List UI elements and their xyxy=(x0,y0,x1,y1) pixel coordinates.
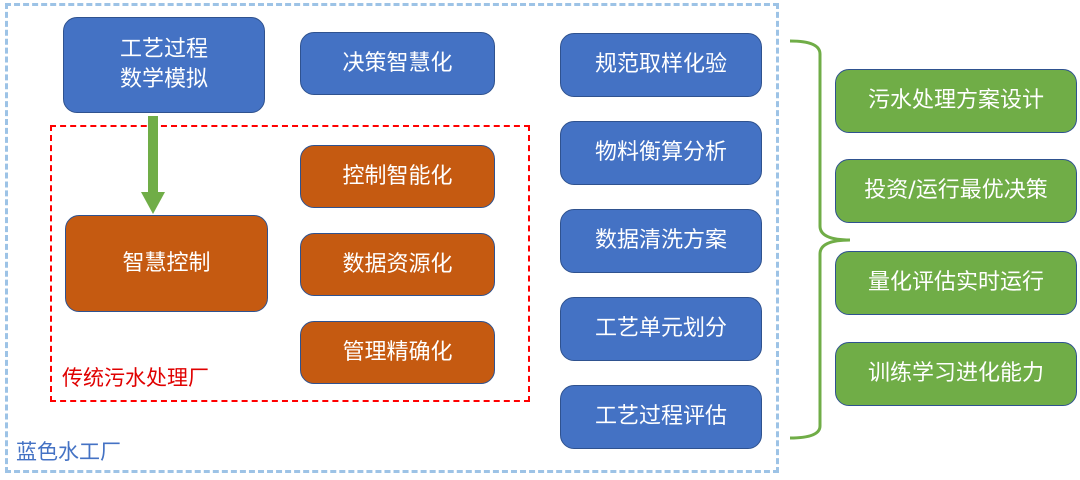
step-box: 规范取样化验 xyxy=(560,33,762,97)
step-box: 数据清洗方案 xyxy=(560,209,762,273)
right-brace-icon xyxy=(789,39,851,440)
outcome-box: 投资/运行最优决策 xyxy=(835,159,1077,223)
decision-box: 决策智慧化 xyxy=(300,32,495,95)
process-model-line-2: 数学模拟 xyxy=(119,67,208,92)
outcome-box: 训练学习进化能力 xyxy=(835,342,1077,406)
step-box: 工艺过程评估 xyxy=(560,385,762,449)
down-arrow-icon xyxy=(141,116,165,214)
outcome-box: 污水处理方案设计 xyxy=(835,69,1077,133)
blue-water-factory-boundary xyxy=(5,3,779,473)
traditional-plant-label: 传统污水处理厂 xyxy=(62,366,209,390)
blue-water-factory-label: 蓝色水工厂 xyxy=(16,440,121,464)
process-math-model-box: 工艺过程 数学模拟 xyxy=(63,17,265,113)
step-box: 工艺单元划分 xyxy=(560,297,762,361)
outcome-box: 量化评估实时运行 xyxy=(835,251,1077,315)
data-resource-box: 数据资源化 xyxy=(300,233,495,296)
management-precision-box: 管理精确化 xyxy=(300,321,495,384)
control-intelligence-box: 控制智能化 xyxy=(300,145,495,208)
traditional-plant-boundary xyxy=(50,125,530,402)
smart-control-box: 智慧控制 xyxy=(65,215,268,312)
step-box: 物料衡算分析 xyxy=(560,121,762,185)
process-model-line-1: 工艺过程 xyxy=(119,37,208,62)
